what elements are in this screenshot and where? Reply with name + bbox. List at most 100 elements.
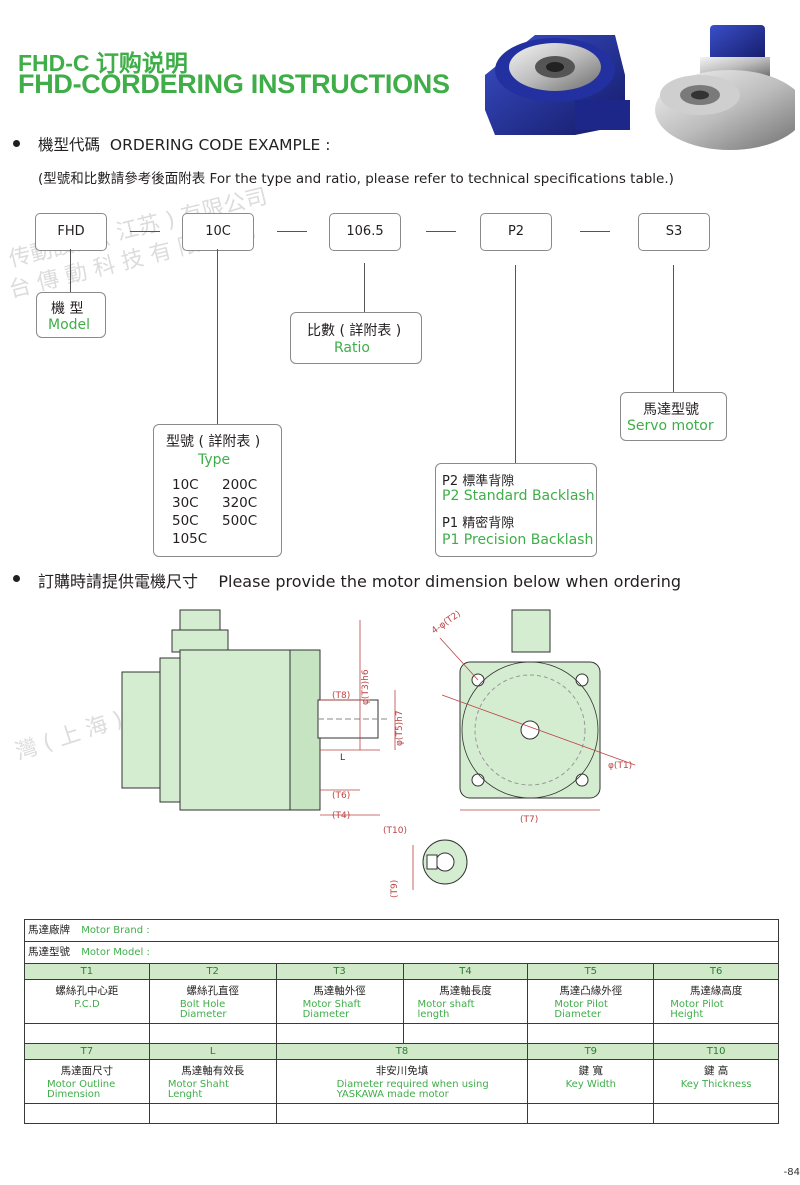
- header-cell: T6: [653, 963, 779, 980]
- desc-en: Motor shaft length: [417, 999, 475, 1020]
- title-en: FHD-CORDERING INSTRUCTIONS: [18, 69, 450, 99]
- model-label-cn: 機 型: [51, 301, 84, 317]
- header-row-2: T7 L T8 T9 T10: [24, 1043, 779, 1060]
- model-label-cn: 馬達型號: [28, 946, 70, 958]
- type-value: 105C: [172, 531, 208, 547]
- type-label-en: Type: [198, 452, 231, 468]
- brand-label-cn: 馬達廠牌: [28, 924, 70, 936]
- motor-rear-cap: [121, 671, 163, 789]
- brand-row: 馬達廠牌 Motor Brand :: [24, 919, 779, 942]
- header-cell: T1: [24, 963, 150, 980]
- dim-t1: φ(T1): [608, 761, 632, 771]
- type-label-cn: 型號 ( 詳附表 ): [166, 434, 261, 450]
- desc-cn: 馬達緣高度: [689, 985, 743, 997]
- value-cell[interactable]: [653, 1103, 779, 1124]
- title-cn: FHD-C 订购说明: [18, 50, 188, 76]
- key-detail-view: (T10) (T9): [383, 826, 468, 898]
- header-cell: T7: [24, 1043, 150, 1060]
- blue-reducer-image: [485, 35, 630, 135]
- type-value: 30C: [172, 495, 199, 511]
- dim-t2: 4-φ(T2): [430, 609, 463, 636]
- desc-cn: 馬達軸有效長: [181, 1065, 245, 1077]
- desc-cn: 螺絲孔直徑: [186, 985, 239, 997]
- desc-cn: 馬達凸緣外徑: [559, 985, 623, 997]
- desc-en: Motor Outline Dimension: [47, 1079, 116, 1100]
- value-cell[interactable]: [148, 1103, 277, 1124]
- connector-line: [673, 265, 674, 393]
- spec-table: 馬達廠牌 Motor Brand : 馬達型號 Motor Model : T1…: [24, 919, 779, 1124]
- dim-t7: (T7): [520, 815, 538, 825]
- desc-cn: 鍵 寬: [578, 1065, 603, 1077]
- section1-note: (型號和比數請參考後面附表 For the type and ratio, pl…: [38, 171, 674, 187]
- section2-heading: 訂購時請提供電機尺寸 Please provide the motor dime…: [38, 568, 681, 592]
- value-cell[interactable]: [24, 1023, 150, 1044]
- desc-cn: 馬達軸長度: [439, 985, 492, 997]
- product-images: [485, 25, 795, 150]
- p2-label-cn: P2 標準背隙: [442, 474, 515, 489]
- section1-heading-cn: 機型代碼: [38, 136, 101, 154]
- type-value: 500C: [222, 513, 258, 529]
- p1-label-en: P1 Precision Backlash: [442, 532, 594, 548]
- connector-line: [515, 265, 516, 463]
- value-row-2: [24, 1103, 779, 1124]
- motor-front-view: 4-φ(T2) φ(T1) (T7): [430, 609, 636, 825]
- value-cell[interactable]: [402, 1023, 529, 1044]
- code-model: FHD: [35, 213, 107, 251]
- desc-en: Diameter required when using YASKAWA mad…: [336, 1079, 489, 1100]
- header-cell: T8: [275, 1043, 529, 1060]
- code-dash: [426, 231, 456, 232]
- servo-label-box: 馬達型號 Servo motor: [620, 392, 727, 441]
- header-cell: T5: [527, 963, 655, 980]
- connector-line: [217, 249, 218, 425]
- desc-en: Bolt Hole Diameter: [179, 999, 227, 1020]
- value-cell[interactable]: [653, 1023, 779, 1044]
- code-servo: S3: [638, 213, 710, 251]
- header-cell: T4: [402, 963, 529, 980]
- dim-l: L: [340, 753, 345, 763]
- brand-label-en: Motor Brand :: [81, 925, 150, 936]
- type-label-box: 型號 ( 詳附表 ) Type 10C 200C 30C 320C 50C 50…: [153, 424, 282, 557]
- dim-t9: (T9): [390, 880, 400, 898]
- desc-cn: 馬達面尺寸: [60, 1065, 114, 1077]
- value-cell[interactable]: [527, 1103, 655, 1124]
- desc-cn: 非安川免填: [375, 1065, 429, 1077]
- value-cell[interactable]: [24, 1103, 150, 1124]
- section2-heading-en: Please provide the motor dimension below…: [218, 572, 682, 591]
- type-value: 10C: [172, 477, 199, 493]
- type-value: 200C: [222, 477, 258, 493]
- section1-heading-en: ORDERING CODE EXAMPLE :: [109, 136, 331, 154]
- model-label-box: 機 型 Model: [36, 292, 106, 338]
- code-type: 10C: [182, 213, 254, 251]
- bullet-dot: [13, 140, 20, 147]
- header-cell: T10: [653, 1043, 779, 1060]
- desc-cn: 螺絲孔中心距: [55, 985, 119, 997]
- ratio-label-en: Ratio: [334, 340, 370, 356]
- section2-heading-cn: 訂購時請提供電機尺寸: [38, 572, 199, 591]
- dim-t3: φ(T3)h6: [361, 669, 371, 705]
- code-backlash: P2: [480, 213, 552, 251]
- model-row: 馬達型號 Motor Model :: [24, 941, 779, 964]
- desc-en: Motor Pilot Height: [670, 999, 724, 1020]
- dim-t4: (T4): [332, 811, 350, 821]
- dim-t5: φ(T5)h7: [395, 710, 405, 746]
- value-cell[interactable]: [275, 1103, 529, 1124]
- value-cell[interactable]: [275, 1023, 404, 1044]
- type-value: 320C: [222, 495, 258, 511]
- p2-label-en: P2 Standard Backlash: [442, 488, 595, 504]
- bullet-dot: [13, 575, 20, 582]
- desc-cn: 馬達軸外徑: [313, 985, 366, 997]
- desc-cn: 鍵 高: [703, 1065, 729, 1077]
- header-cell: T3: [275, 963, 404, 980]
- value-cell[interactable]: [148, 1023, 277, 1044]
- desc-en: Key Width: [565, 1079, 616, 1090]
- page-number: -84: [783, 1167, 800, 1178]
- desc-en: Key Thickness: [680, 1079, 752, 1090]
- model-label-en: Model: [48, 317, 91, 333]
- p1-label-cn: P1 精密背隙: [442, 516, 515, 531]
- value-cell[interactable]: [527, 1023, 655, 1044]
- code-dash: [580, 231, 610, 232]
- header-row-1: T1 T2 T3 T4 T5 T6: [24, 963, 779, 980]
- code-ratio: 106.5: [329, 213, 401, 251]
- header-cell: L: [148, 1043, 277, 1060]
